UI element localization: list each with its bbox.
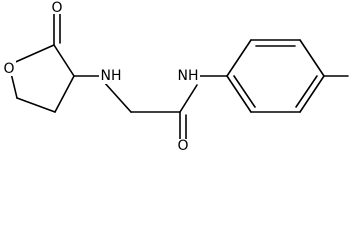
bond-amide-c-nh — [179, 84, 198, 113]
ring-o-bg — [2, 61, 16, 76]
bond-phenyl-1 — [226, 39, 252, 77]
bond-ring-o-ch2 — [10, 72, 18, 99]
amide-carbonyl-oxygen-label: O — [177, 138, 188, 154]
bond-phenyl-3 — [299, 39, 325, 77]
lactone-carbonyl-o-bg — [50, 0, 64, 14]
lactone-carbonyl-oxygen-label: O — [51, 0, 62, 16]
bond-phenyl-6 — [226, 75, 252, 113]
bond-phenyl-inner-3 — [233, 75, 256, 108]
amide-nh-bg — [176, 68, 200, 84]
bond-phenyl-4 — [299, 75, 325, 113]
bond-phenyl-inner-2 — [295, 75, 318, 108]
bond-ring-ch2-c3 — [54, 75, 75, 113]
ring-oxygen-label: O — [3, 61, 14, 77]
amide-carbonyl-o-bg — [176, 139, 190, 154]
bond-nh-ch2 — [103, 81, 132, 113]
molecule-structure: O O NH NH O — [2, 0, 349, 154]
bond-ring-c2-o — [10, 44, 55, 65]
amide-nh-label: NH — [178, 68, 199, 84]
amine-nh-bg — [99, 68, 123, 84]
bond-ring-c3-c2 — [53, 44, 75, 77]
amine-nh-label: NH — [101, 68, 122, 84]
bond-ring-ch2-ch2 — [16, 97, 56, 113]
